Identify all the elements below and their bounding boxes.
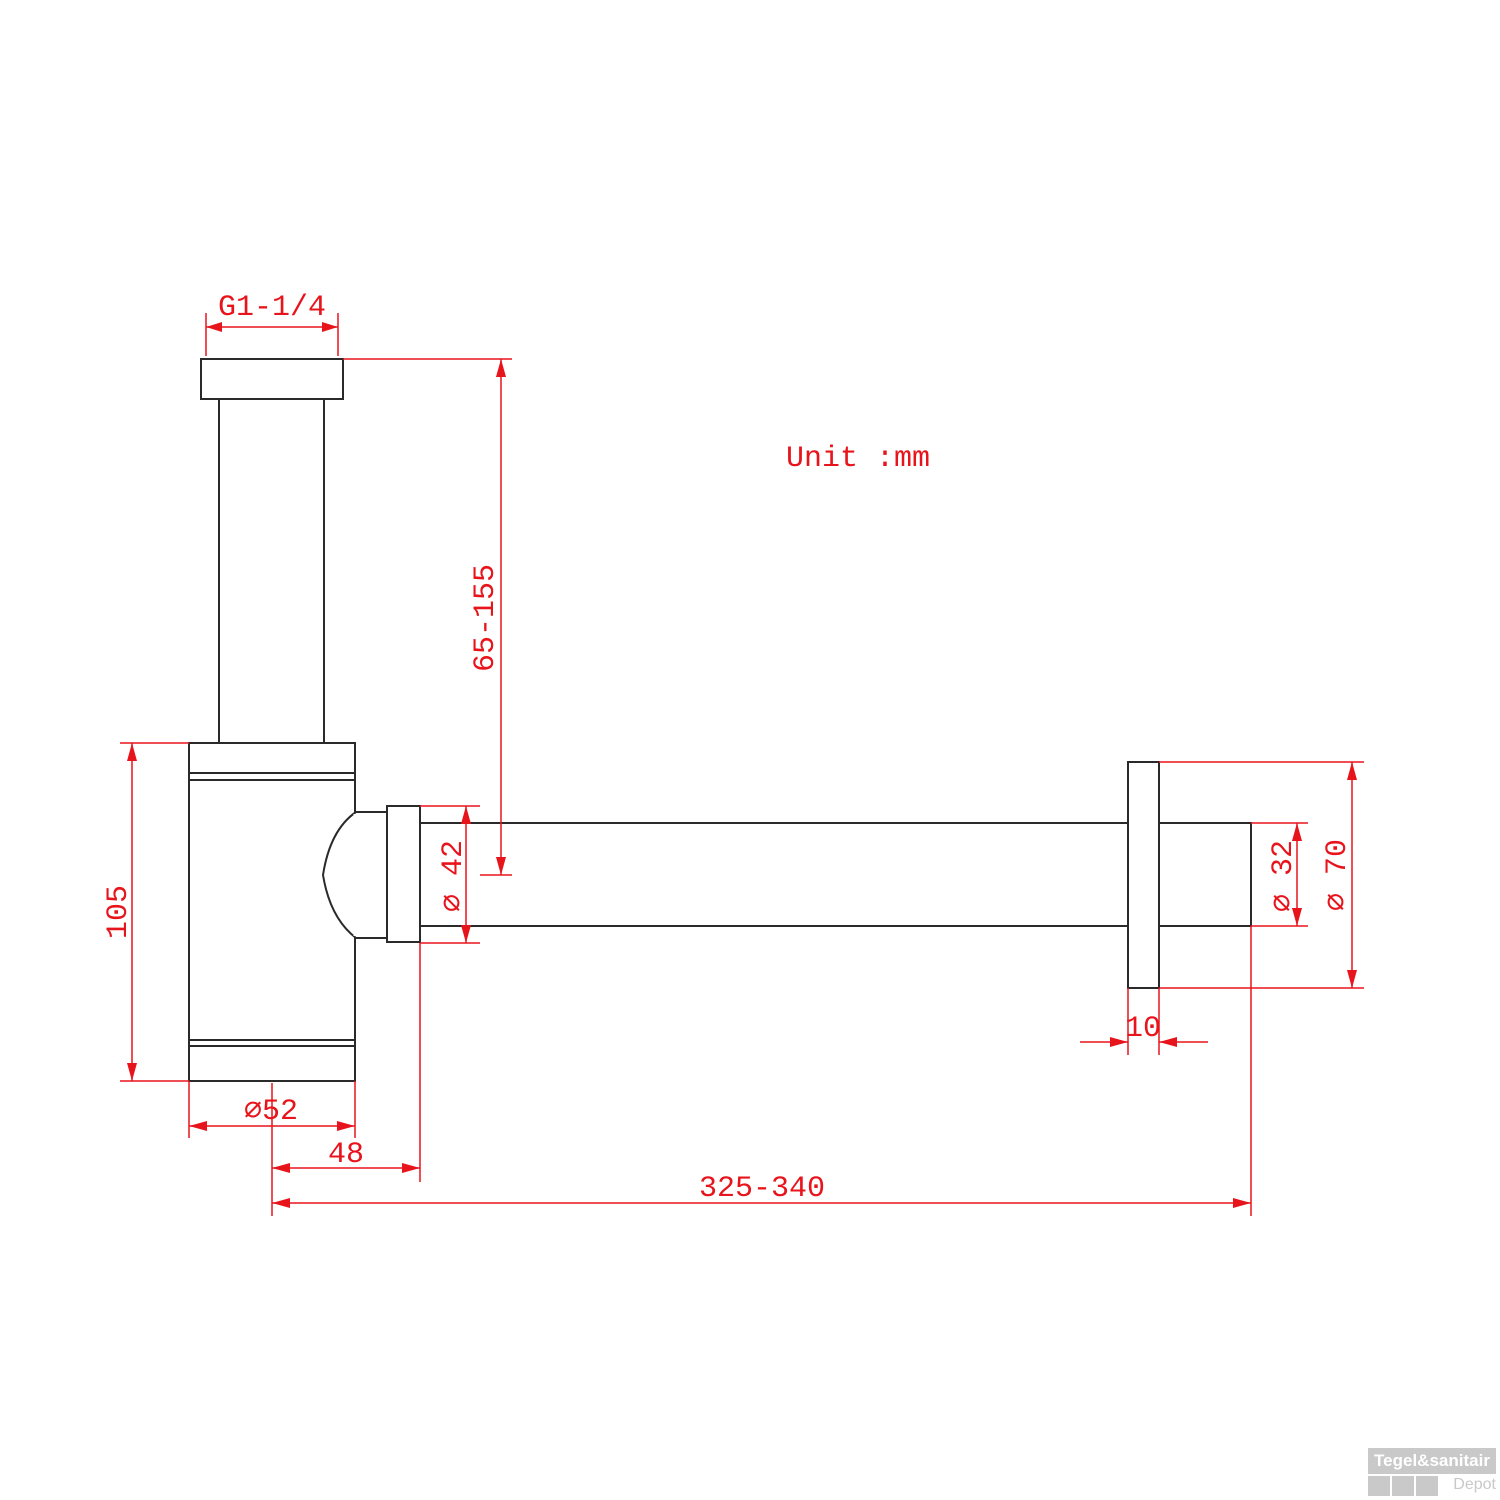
total-length-label: 325-340 bbox=[699, 1172, 825, 1206]
body-height-label: 105 bbox=[102, 885, 136, 939]
wall-pipe bbox=[1158, 822, 1252, 927]
brand-sub: Depot bbox=[1453, 1476, 1496, 1493]
outlet-pipe bbox=[417, 822, 1131, 927]
pipe-diameter-label: ⌀ 32 bbox=[1267, 840, 1301, 912]
outlet-diameter-label: ⌀ 42 bbox=[437, 840, 471, 912]
dimension-labels: Unit :mm G1-1/4 65-155 105 ⌀ 42 ⌀ 32 ⌀ 7… bbox=[102, 291, 1355, 1206]
thread-size-label: G1-1/4 bbox=[218, 291, 326, 325]
brand-name: Tegel&sanitair bbox=[1368, 1448, 1496, 1474]
rosette-diameter-label: ⌀ 70 bbox=[1321, 839, 1355, 911]
unit-label: Unit :mm bbox=[786, 442, 930, 476]
dimension-lines bbox=[120, 313, 1364, 1216]
tile-icon-2 bbox=[1416, 1476, 1438, 1496]
body-diameter-label: ⌀52 bbox=[244, 1095, 298, 1129]
siphon-outline bbox=[188, 358, 1252, 1082]
siphon-body bbox=[188, 742, 356, 1082]
tile-icon bbox=[1392, 1476, 1414, 1496]
drop-icon bbox=[1368, 1476, 1390, 1496]
wall-rosette bbox=[1127, 761, 1160, 989]
brand-logo: Tegel&sanitair Depot bbox=[1368, 1448, 1496, 1498]
body-offset-label: 48 bbox=[328, 1138, 364, 1172]
vertical-pipe bbox=[218, 398, 325, 745]
height-range-label: 65-155 bbox=[469, 564, 503, 672]
top-cap-nut bbox=[200, 358, 344, 400]
rosette-thickness-label: 10 bbox=[1125, 1012, 1161, 1046]
outlet-nut bbox=[386, 805, 421, 943]
